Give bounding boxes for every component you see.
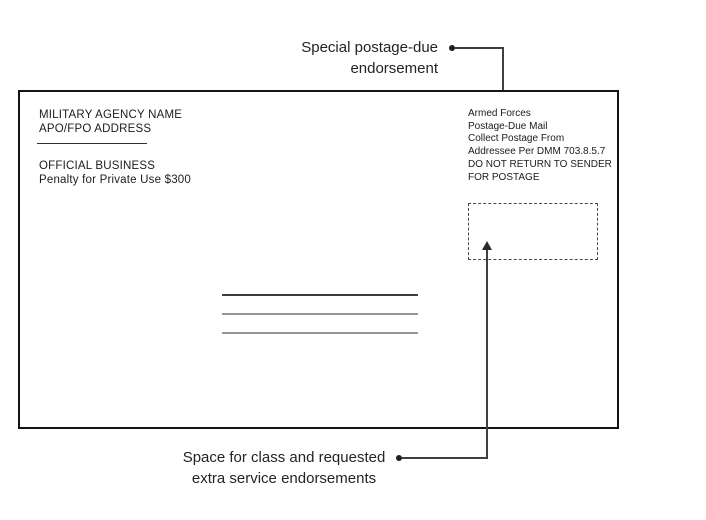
postage-due-endorsement-block: Armed Forces Postage-Due Mail Collect Po… xyxy=(468,108,612,184)
address-line xyxy=(222,313,418,315)
sender-underline xyxy=(37,143,147,145)
endorsement-line: Armed Forces xyxy=(468,108,531,119)
callout-dot-icon xyxy=(396,455,402,461)
sender-agency: MILITARY AGENCY NAME xyxy=(39,109,183,121)
callout-top-line-2: endorsement xyxy=(350,60,438,77)
sender-penalty: Penalty for Private Use $300 xyxy=(39,174,191,187)
sender-official: OFFICIAL BUSINESS xyxy=(39,160,156,173)
connector-line xyxy=(455,47,504,49)
address-line xyxy=(222,332,418,334)
sender-block: MILITARY AGENCY NAME APO/FPO ADDRESS OFF… xyxy=(37,108,191,187)
callout-dot-icon xyxy=(449,45,455,51)
address-line xyxy=(222,294,418,296)
sender-address: APO/FPO ADDRESS xyxy=(39,123,152,135)
callout-top-line-1: Special postage-due xyxy=(301,39,438,56)
connector-line xyxy=(402,457,488,459)
endorsement-line: Addressee Per DMM 703.8.5.7 xyxy=(468,146,606,158)
connector-line xyxy=(486,250,488,459)
connector-line xyxy=(502,47,504,95)
endorsement-line: Collect Postage From xyxy=(468,133,565,145)
endorsement-line: FOR POSTAGE xyxy=(468,171,540,183)
endorsement-space-box xyxy=(468,203,598,260)
endorsement-line: DO NOT RETURN TO SENDER xyxy=(468,158,612,170)
arrowhead-up-icon xyxy=(482,241,492,250)
callout-special-postage-due: Special postage-due endorsement xyxy=(238,37,438,79)
callout-bottom-line-1: Space for class and requested xyxy=(182,449,386,466)
callout-class-endorsements: Space for class and requested extra serv… xyxy=(172,447,396,489)
callout-bottom-line-2: extra service endorsements xyxy=(191,470,377,487)
endorsement-line: Postage-Due Mail xyxy=(468,120,548,132)
